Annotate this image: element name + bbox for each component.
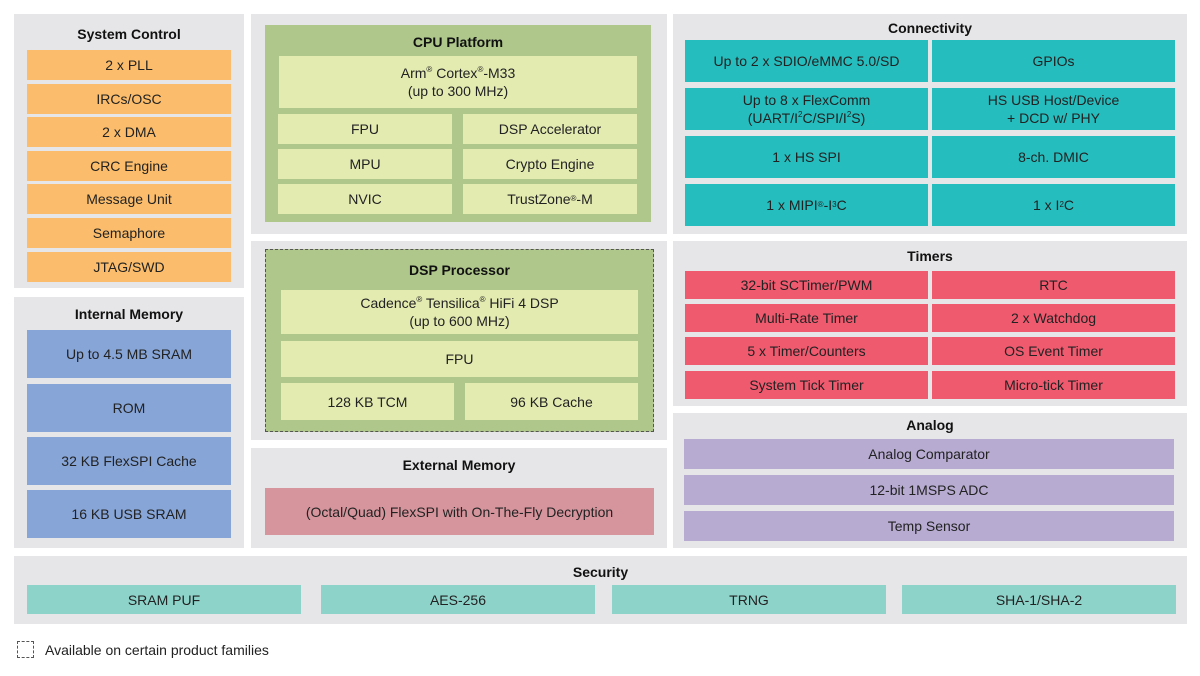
internal-memory-item: ROM	[27, 384, 231, 432]
cpu-core: Arm® Cortex®-M33 (up to 300 MHz)	[279, 56, 637, 108]
timer-item: RTC	[932, 271, 1175, 299]
connectivity-item: Up to 2 x SDIO/eMMC 5.0/SD	[685, 40, 928, 82]
cpu-item: NVIC	[278, 184, 452, 214]
cpu-platform-block: CPU Platform Arm® Cortex®-M33 (up to 300…	[265, 25, 651, 222]
connectivity-item-flexcomm: Up to 8 x FlexComm (UART/I2C/SPI/I2S)	[685, 88, 928, 130]
connectivity-item: 1 x HS SPI	[685, 136, 928, 178]
internal-memory-item: Up to 4.5 MB SRAM	[27, 330, 231, 378]
external-memory-item: (Octal/Quad) FlexSPI with On-The-Fly Dec…	[265, 488, 654, 535]
internal-memory-title: Internal Memory	[74, 306, 184, 322]
timer-item: System Tick Timer	[685, 371, 928, 399]
dsp-core-name: Cadence® Tensilica® HiFi 4 DSP	[360, 295, 559, 311]
flexcomm-line1: Up to 8 x FlexComm	[742, 92, 871, 108]
usb-line1: HS USB Host/Device	[987, 92, 1120, 108]
cpu-item: DSP Accelerator	[463, 114, 637, 144]
dsp-processor-panel: DSP Processor Cadence® Tensilica® HiFi 4…	[251, 241, 667, 440]
legend-text: Available on certain product families	[45, 642, 269, 658]
system-control-item: Message Unit	[27, 184, 231, 214]
security-item: AES-256	[321, 585, 595, 614]
security-item: SRAM PUF	[27, 585, 301, 614]
cpu-item: MPU	[278, 149, 452, 179]
dsp-processor-block: DSP Processor Cadence® Tensilica® HiFi 4…	[265, 249, 654, 432]
cpu-core-speed: (up to 300 MHz)	[407, 83, 509, 99]
cpu-item-trustzone: TrustZone®-M	[463, 184, 637, 214]
dsp-fpu: FPU	[281, 341, 638, 377]
dsp-item: 128 KB TCM	[281, 383, 454, 420]
analog-panel: Analog Analog Comparator 12-bit 1MSPS AD…	[673, 413, 1187, 548]
cpu-platform-panel: CPU Platform Arm® Cortex®-M33 (up to 300…	[251, 14, 667, 234]
system-control-item: CRC Engine	[27, 151, 231, 181]
internal-memory-panel: Internal Memory Up to 4.5 MB SRAM ROM 32…	[14, 297, 244, 548]
timers-title: Timers	[907, 248, 953, 264]
timer-item: 2 x Watchdog	[932, 304, 1175, 332]
connectivity-item: GPIOs	[932, 40, 1175, 82]
analog-title: Analog	[906, 417, 954, 433]
security-title: Security	[572, 564, 629, 580]
timer-item: 32-bit SCTimer/PWM	[685, 271, 928, 299]
system-control-title: System Control	[77, 26, 181, 42]
security-panel: Security SRAM PUF AES-256 TRNG SHA-1/SHA…	[14, 556, 1187, 624]
security-item: SHA-1/SHA-2	[902, 585, 1176, 614]
external-memory-title: External Memory	[402, 457, 516, 473]
dsp-core-speed: (up to 600 MHz)	[409, 313, 510, 329]
connectivity-item: 8-ch. DMIC	[932, 136, 1175, 178]
external-memory-panel: External Memory (Octal/Quad) FlexSPI wit…	[251, 448, 667, 548]
cpu-item: FPU	[278, 114, 452, 144]
analog-item: Temp Sensor	[684, 511, 1174, 541]
system-control-item: 2 x DMA	[27, 117, 231, 147]
usb-line2: + DCD w/ PHY	[1007, 110, 1100, 126]
connectivity-item-usb: HS USB Host/Device + DCD w/ PHY	[932, 88, 1175, 130]
timer-item: 5 x Timer/Counters	[685, 337, 928, 365]
analog-item: Analog Comparator	[684, 439, 1174, 469]
cpu-platform-title: CPU Platform	[412, 34, 504, 50]
flexcomm-line2: (UART/I2C/SPI/I2S)	[747, 110, 866, 126]
connectivity-panel: Connectivity Up to 2 x SDIO/eMMC 5.0/SD …	[673, 14, 1187, 234]
dsp-item: 96 KB Cache	[465, 383, 638, 420]
timer-item: Micro-tick Timer	[932, 371, 1175, 399]
security-item: TRNG	[612, 585, 886, 614]
dsp-core: Cadence® Tensilica® HiFi 4 DSP (up to 60…	[281, 290, 638, 334]
system-control-item: 2 x PLL	[27, 50, 231, 80]
timer-item: Multi-Rate Timer	[685, 304, 928, 332]
cpu-item: Crypto Engine	[463, 149, 637, 179]
internal-memory-item: 16 KB USB SRAM	[27, 490, 231, 538]
timer-item: OS Event Timer	[932, 337, 1175, 365]
system-control-item: JTAG/SWD	[27, 252, 231, 282]
timers-panel: Timers 32-bit SCTimer/PWM RTC Multi-Rate…	[673, 241, 1187, 406]
internal-memory-item: 32 KB FlexSPI Cache	[27, 437, 231, 485]
system-control-item: IRCs/OSC	[27, 84, 231, 114]
system-control-panel: System Control 2 x PLL IRCs/OSC 2 x DMA …	[14, 14, 244, 288]
dashed-box-icon	[17, 641, 34, 658]
system-control-item: Semaphore	[27, 218, 231, 248]
cpu-core-name: Arm® Cortex®-M33	[400, 65, 516, 81]
analog-item: 12-bit 1MSPS ADC	[684, 475, 1174, 505]
connectivity-title: Connectivity	[887, 20, 972, 36]
dsp-processor-title: DSP Processor	[409, 262, 510, 278]
